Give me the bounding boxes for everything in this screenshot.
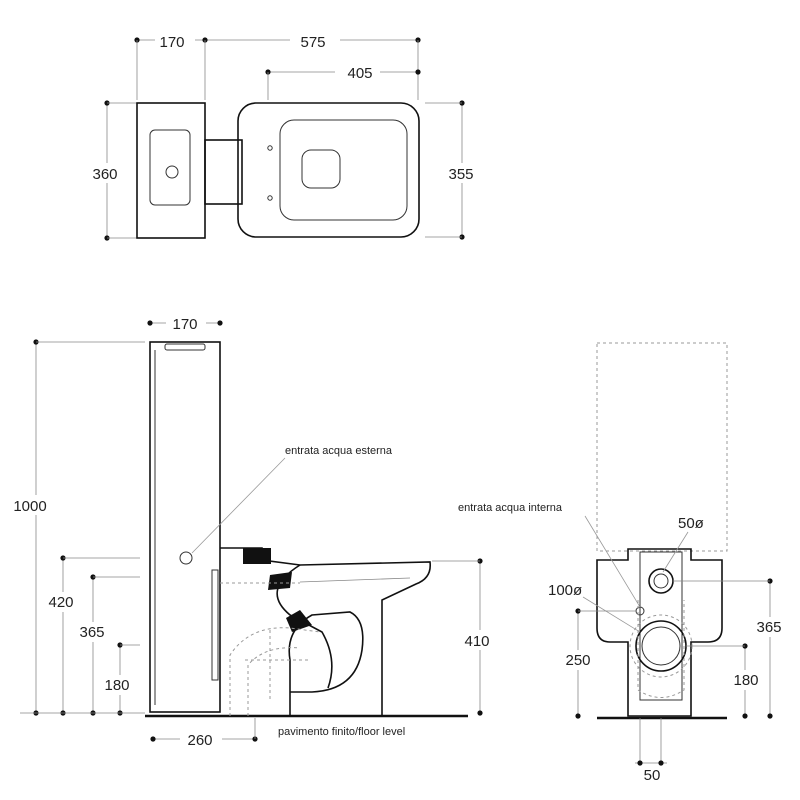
rear-view: entrata acqua interna 50ø 100ø 365 180 2…: [458, 342, 792, 784]
dim-tick: [147, 320, 153, 326]
flush-button-icon: [165, 165, 179, 179]
inlet-50-inner: [653, 573, 669, 589]
rear-dim-180: 180: [733, 672, 758, 689]
side-view: 170 1000 420 365 180: [5, 313, 500, 749]
rear-dim-outlet-diameter: 100ø: [548, 582, 582, 599]
outlet-100-outer: [635, 620, 687, 672]
bowl-top-outline: [237, 102, 420, 238]
hidden-outlet-pipe: [229, 627, 321, 716]
side-dim-bowl-height: 410: [464, 633, 489, 650]
seat-fixing-hole: [267, 145, 273, 151]
dim-tick: [742, 713, 748, 719]
top-dim-tank-width: 170: [159, 34, 184, 51]
bowl-inlet-section: [268, 572, 292, 590]
tank-rear-channel: [211, 569, 219, 681]
tank-rear-hidden: [596, 342, 728, 552]
side-dim-inlet-height: 420: [48, 594, 73, 611]
seat-fixing-hole: [267, 195, 273, 201]
top-view: 170 575 405 360 355: [85, 30, 484, 241]
top-dim-total-length: 575: [300, 34, 325, 51]
dim-tick: [477, 710, 483, 716]
dim-tick: [767, 713, 773, 719]
external-inlet-icon: [179, 551, 193, 565]
top-dim-tank-depth: 360: [92, 166, 117, 183]
outlet-hidden-ring: [629, 614, 693, 678]
bowl-seat-outline: [279, 119, 408, 221]
top-dim-bowl-length: 405: [347, 65, 372, 82]
tank-top-outline: [136, 102, 206, 239]
rear-channel: [639, 551, 683, 701]
tank-side-outline: [149, 341, 221, 713]
label-external-inlet: entrata acqua esterna: [285, 445, 393, 457]
bowl-side-outline: [220, 547, 432, 716]
leader-external-inlet: [191, 457, 286, 554]
leader-inlet-diameter: [662, 531, 689, 573]
dim-tick: [415, 69, 421, 75]
bowl-trap-section: [286, 610, 312, 632]
leader-outlet-diameter: [582, 596, 641, 633]
leader-internal-inlet: [584, 515, 641, 608]
side-dim-180: 180: [104, 677, 129, 694]
label-internal-inlet: entrata acqua interna: [458, 502, 563, 514]
side-dim-outlet-distance: 260: [187, 732, 212, 749]
rear-hidden-pipe: [637, 600, 685, 698]
dim-tick: [637, 760, 643, 766]
dim-tick: [575, 713, 581, 719]
bowl-rim-section: [243, 548, 271, 564]
dim-tick: [658, 760, 664, 766]
tank-lid-recess: [149, 129, 191, 206]
tank-lid: [164, 343, 206, 351]
dim-tick: [217, 320, 223, 326]
bowl-inner-trap: [288, 611, 364, 716]
tank-bowl-connector: [204, 139, 243, 205]
dim-tick: [150, 736, 156, 742]
hidden-outlet-pipe-inner: [247, 647, 301, 716]
side-dim-tank-width: 170: [172, 316, 197, 333]
side-dim-total-height: 1000: [13, 498, 46, 515]
label-floor-level: pavimento finito/floor level: [278, 726, 405, 738]
inlet-50-outer: [648, 568, 674, 594]
side-dim-365: 365: [79, 624, 104, 641]
rear-dim-365: 365: [756, 619, 781, 636]
water-level-line: [299, 577, 411, 583]
top-dim-bowl-width: 355: [448, 166, 473, 183]
bowl-drain-outline: [301, 149, 341, 189]
outlet-100-inner: [641, 626, 681, 666]
rear-dim-offset-50: 50: [644, 767, 661, 784]
rear-dim-250: 250: [565, 652, 590, 669]
bowl-rear-outline: [596, 548, 723, 717]
rear-dim-inlet-diameter: 50ø: [678, 515, 704, 532]
